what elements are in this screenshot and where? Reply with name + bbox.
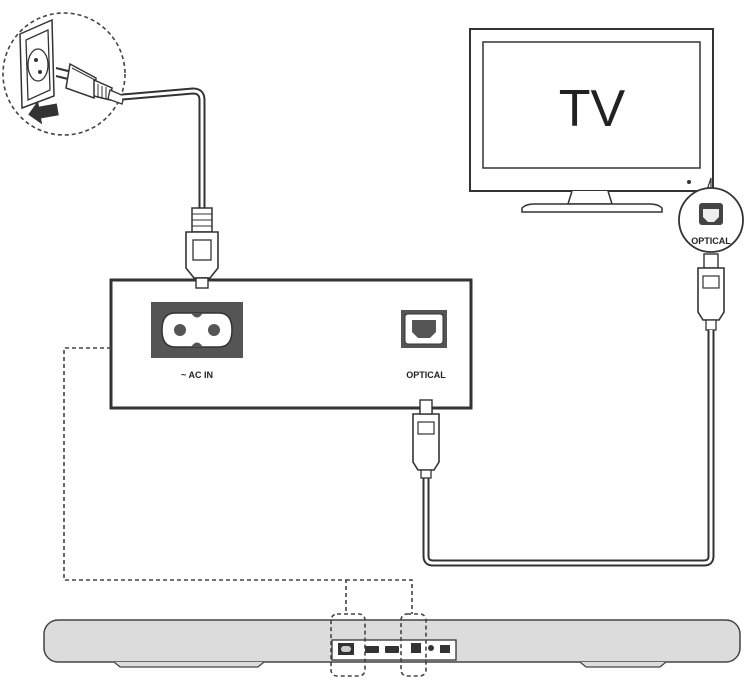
power-connector-icon <box>185 207 219 295</box>
tv-label: TV <box>559 80 626 138</box>
panel-optical-label: OPTICAL <box>406 370 446 380</box>
optical-guide-line <box>346 579 413 614</box>
ac-in-highlight <box>330 613 366 677</box>
panel-optical-socket-icon <box>401 310 447 348</box>
power-cable <box>121 87 206 208</box>
tv-optical-plug-icon <box>697 253 725 331</box>
ac-in-label: ~ AC IN <box>181 370 213 380</box>
ac-in-socket-icon <box>151 302 243 358</box>
wall-outlet-inset <box>2 12 126 136</box>
euro-plug-icon <box>55 62 125 105</box>
soundbar-icon <box>43 619 741 668</box>
ac-in-guide-line <box>63 347 347 614</box>
tv-icon <box>469 28 714 213</box>
tv-optical-label: OPTICAL <box>691 236 731 246</box>
push-arrow-icon <box>28 100 59 125</box>
optical-highlight <box>400 613 427 677</box>
